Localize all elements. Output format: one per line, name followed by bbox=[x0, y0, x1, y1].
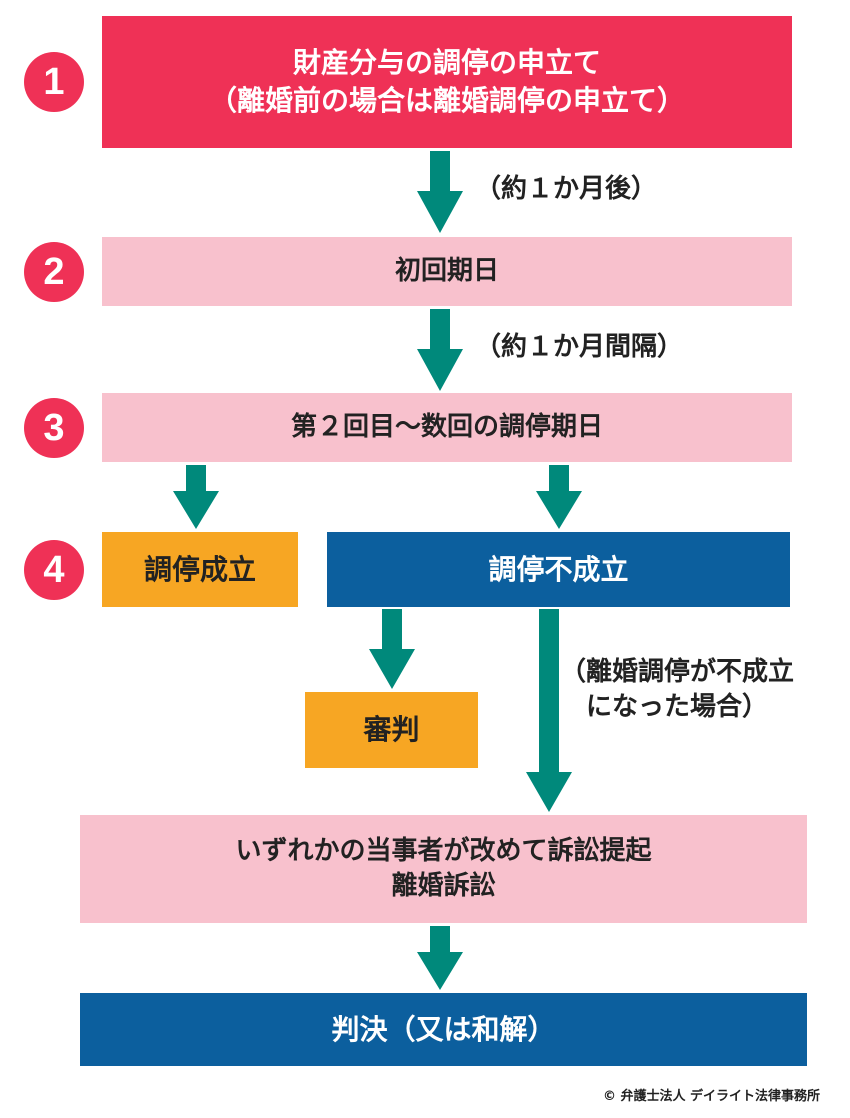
arrow-step3-to-settled bbox=[173, 465, 219, 529]
divorce-failed-note-line1: （離婚調停が不成立 bbox=[560, 657, 795, 687]
judgment-box: 審判 bbox=[305, 692, 478, 768]
arrow-step2-to-step3 bbox=[417, 309, 463, 391]
first-hearing-label: 初回期日 bbox=[394, 255, 499, 286]
mediation-petition-box: 財産分与の調停の申立て （離婚前の場合は離婚調停の申立て） bbox=[102, 16, 792, 148]
subsequent-hearings-label: 第２回目〜数回の調停期日 bbox=[290, 411, 603, 442]
mediation-settled-label: 調停成立 bbox=[143, 552, 256, 586]
final-ruling-box: 判決（又は和解） bbox=[80, 993, 807, 1066]
divorce-failed-note-line2: になった場合） bbox=[586, 692, 769, 723]
subsequent-hearings-box: 第２回目〜数回の調停期日 bbox=[102, 393, 792, 462]
step-4-badge: 4 bbox=[24, 540, 84, 600]
step-2-badge: 2 bbox=[24, 242, 84, 302]
divorce-failed-note: （離婚調停が不成立 になった場合） bbox=[560, 655, 794, 725]
interval-note-2: （約１か月間隔） bbox=[475, 332, 684, 362]
arrow-step1-to-step2 bbox=[417, 151, 463, 233]
first-hearing-box: 初回期日 bbox=[102, 237, 792, 306]
mediation-settled-box: 調停成立 bbox=[102, 532, 298, 607]
copyright-text: © 弁護士法人 デイライト法律事務所 bbox=[602, 1089, 820, 1104]
judgment-label: 審判 bbox=[363, 713, 420, 747]
mediation-petition-title: 財産分与の調停の申立て bbox=[292, 46, 601, 80]
step-1-badge: 1 bbox=[24, 52, 84, 112]
lawsuit-filing-label: いずれかの当事者が改めて訴訟提起 bbox=[235, 835, 652, 866]
arrow-lawsuit-to-final bbox=[417, 926, 463, 990]
step-3-badge: 3 bbox=[24, 398, 84, 458]
divorce-lawsuit-label: 離婚訴訟 bbox=[391, 871, 496, 901]
arrow-unsettled-to-judgment bbox=[369, 609, 415, 689]
mediation-failed-label: 調停不成立 bbox=[488, 552, 629, 586]
arrow-unsettled-to-lawsuit bbox=[526, 609, 572, 812]
mediation-petition-subtitle: （離婚前の場合は離婚調停の申立て） bbox=[208, 84, 685, 117]
mediation-failed-box: 調停不成立 bbox=[327, 532, 790, 607]
arrow-step3-to-unsettled bbox=[536, 465, 582, 529]
divorce-lawsuit-box: いずれかの当事者が改めて訴訟提起 離婚訴訟 bbox=[80, 815, 807, 923]
final-ruling-label: 判決（又は和解） bbox=[331, 1012, 556, 1046]
interval-note-1: （約１か月後） bbox=[475, 174, 658, 204]
